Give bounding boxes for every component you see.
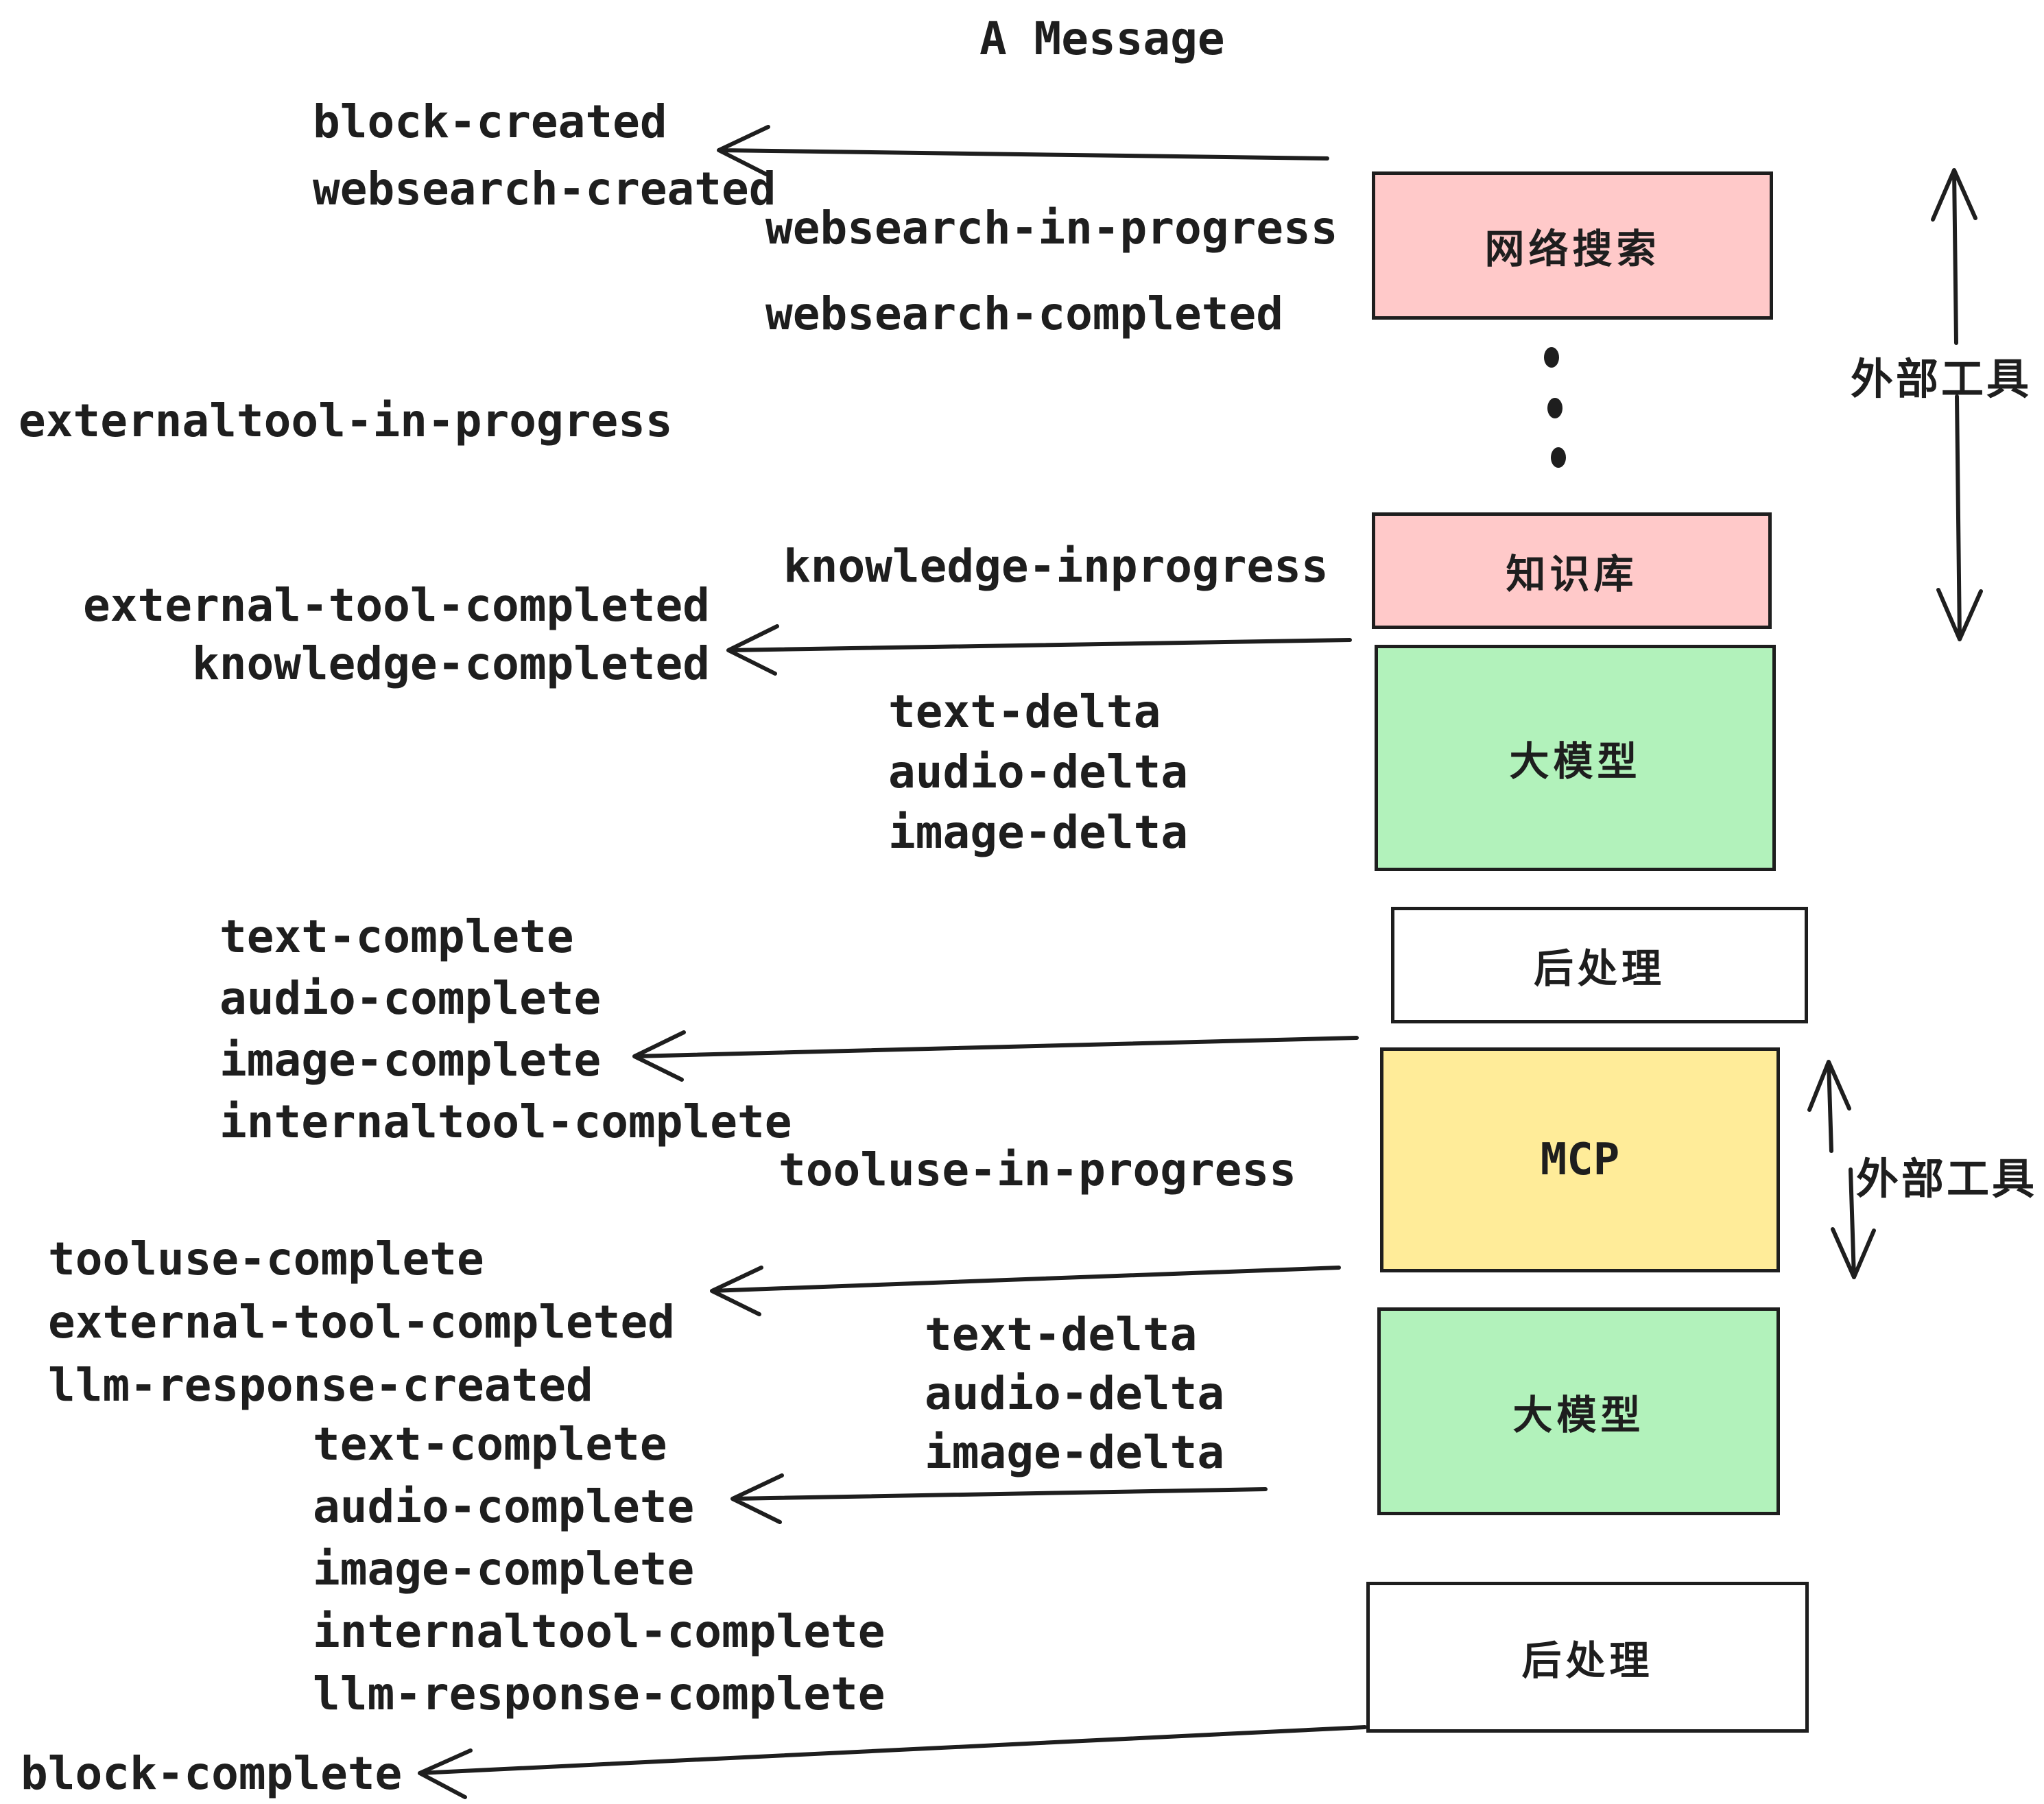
event-audio-delta-2: audio-delta	[925, 1367, 1225, 1420]
event-text-complete-1: text-complete	[219, 910, 574, 963]
event-block-created: block-created	[313, 95, 667, 148]
external-tools-arrow-up	[1931, 168, 1977, 345]
event-audio-complete-2: audio-complete	[313, 1480, 695, 1533]
event-websearch-created: websearch-created	[313, 163, 776, 215]
event-text-complete-2: text-complete	[313, 1418, 667, 1471]
external-tools-arrow-down	[1936, 394, 1983, 641]
event-tooluse-in-progress: tooluse-in-progress	[779, 1143, 1296, 1196]
event-externaltool-in-progress: externaltool-in-progress	[19, 394, 673, 447]
arrow-to-block-complete	[418, 1725, 1367, 1799]
ellipsis-dot-3	[1551, 447, 1566, 468]
event-llm-response-complete: llm-response-complete	[313, 1667, 886, 1720]
knowledge-box: 知识库	[1372, 512, 1772, 629]
websearch-box: 网络搜索	[1372, 171, 1773, 320]
mcp-box-label: MCP	[1540, 1135, 1620, 1185]
llm-box-1-label: 大模型	[1509, 739, 1641, 784]
event-internaltool-complete-2: internaltool-complete	[313, 1605, 886, 1658]
ellipsis-dot-1	[1544, 347, 1559, 368]
postprocess-box-1: 后处理	[1391, 907, 1808, 1023]
arrow-to-websearch-created	[717, 125, 1329, 176]
llm-box-1: 大模型	[1375, 645, 1776, 871]
event-knowledge-inprogress: knowledge-inprogress	[783, 540, 1329, 593]
event-internaltool-complete-1: internaltool-complete	[219, 1095, 792, 1148]
event-knowledge-completed: knowledge-completed	[192, 637, 710, 690]
arrow-to-image-complete	[632, 1030, 1359, 1082]
external-tools-label-top: 外部工具	[1851, 356, 2032, 403]
websearch-box-label: 网络搜索	[1484, 227, 1661, 272]
external-tools-label-mcp: 外部工具	[1856, 1156, 2038, 1203]
event-block-complete: block-complete	[21, 1747, 403, 1800]
event-audio-delta-1: audio-delta	[888, 746, 1189, 798]
arrow-to-external-tool-completed	[710, 1266, 1341, 1316]
arrow-to-audio-complete	[730, 1473, 1268, 1524]
event-audio-complete-1: audio-complete	[219, 972, 602, 1025]
event-text-delta-2: text-delta	[925, 1308, 1198, 1361]
postprocess-box-2-label: 后处理	[1521, 1639, 1654, 1683]
llm-box-2: 大模型	[1377, 1307, 1780, 1515]
postprocess-box-2: 后处理	[1366, 1582, 1809, 1733]
diagram-title: A Message	[979, 12, 1225, 65]
event-websearch-in-progress: websearch-in-progress	[765, 202, 1338, 254]
event-text-delta-1: text-delta	[888, 685, 1161, 738]
event-websearch-completed: websearch-completed	[765, 287, 1283, 340]
ellipsis-dot-2	[1547, 398, 1562, 418]
event-image-delta-2: image-delta	[925, 1426, 1225, 1479]
knowledge-box-label: 知识库	[1506, 552, 1638, 597]
llm-box-2-label: 大模型	[1512, 1392, 1645, 1438]
mcp-external-tools-arrow-up	[1807, 1060, 1851, 1153]
event-tooluse-complete: tooluse-complete	[48, 1233, 484, 1285]
mcp-box: MCP	[1380, 1047, 1780, 1272]
event-llm-response-created: llm-response-created	[48, 1359, 593, 1412]
event-image-complete-2: image-complete	[313, 1543, 695, 1595]
arrow-to-knowledge-completed	[726, 624, 1352, 676]
event-external-tool-completed-2: external-tool-completed	[48, 1296, 675, 1349]
event-external-tool-completed: external-tool-completed	[83, 579, 710, 632]
event-image-complete-1: image-complete	[219, 1034, 602, 1087]
postprocess-box-1-label: 后处理	[1533, 947, 1665, 991]
event-image-delta-1: image-delta	[888, 806, 1189, 859]
